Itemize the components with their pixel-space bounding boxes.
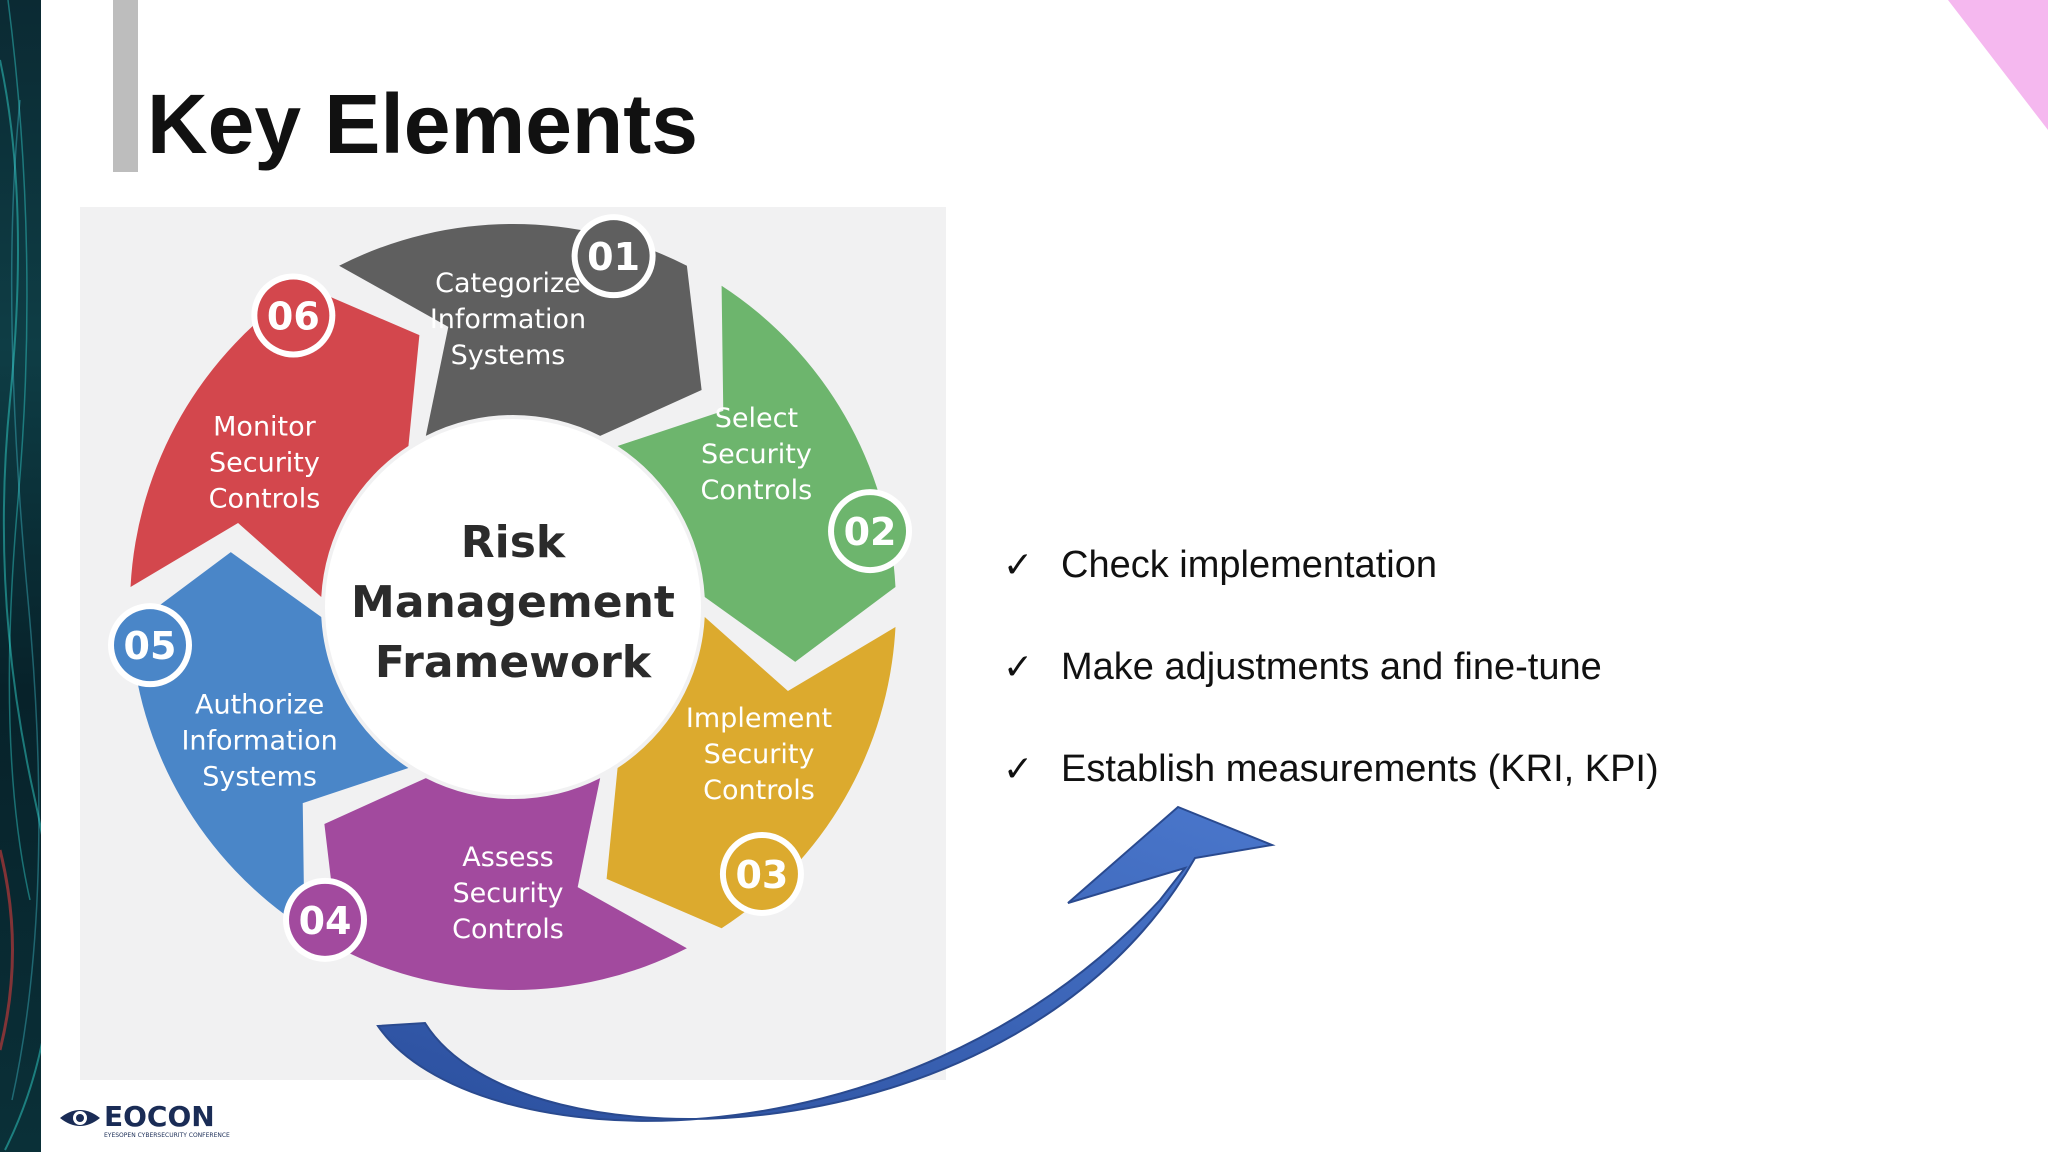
title-accent-bar bbox=[113, 0, 138, 172]
step-badge-fill bbox=[257, 279, 330, 352]
step-badge-fill bbox=[725, 837, 798, 910]
step-label-line: Information bbox=[430, 304, 586, 335]
bullet-item: ✓ Establish measurements (KRI, KPI) bbox=[1003, 744, 1659, 794]
step-number: 06 bbox=[267, 294, 320, 338]
step-badge-fill bbox=[289, 883, 362, 956]
cycle-segment-04 bbox=[324, 778, 687, 991]
step-label-line: Security bbox=[704, 739, 815, 770]
step-label-line: Controls bbox=[209, 484, 321, 515]
step-badge-fill bbox=[113, 609, 186, 682]
step-label-line: Security bbox=[453, 878, 564, 909]
slide-title: Key Elements bbox=[147, 77, 698, 171]
step-label-line: Authorize bbox=[195, 690, 324, 721]
center-title-line: Management bbox=[351, 577, 675, 628]
step-label-line: Systems bbox=[202, 762, 317, 793]
conference-logo: EOCON EYESOPEN CYBERSECURITY CONFERENCE bbox=[58, 1100, 230, 1144]
step-label-line: Implement bbox=[686, 703, 832, 734]
checkmark-icon: ✓ bbox=[1003, 544, 1034, 586]
eye-icon bbox=[60, 1110, 100, 1126]
logo-tagline: EYESOPEN CYBERSECURITY CONFERENCE bbox=[104, 1132, 230, 1139]
cycle-segment-03 bbox=[606, 617, 896, 929]
logo-name: EOCON bbox=[104, 1100, 215, 1133]
checkmark-icon: ✓ bbox=[1003, 748, 1034, 790]
center-title-line: Risk bbox=[461, 517, 567, 568]
bullet-text: Make adjustments and fine-tune bbox=[1061, 645, 1602, 688]
step-label-line: Systems bbox=[451, 340, 566, 371]
step-label-line: Controls bbox=[703, 775, 815, 806]
cycle-segment-05 bbox=[130, 552, 409, 929]
center-circle bbox=[325, 419, 701, 795]
curved-arrow-icon bbox=[376, 805, 1276, 1122]
step-label-line: Security bbox=[701, 439, 812, 470]
bullet-text: Establish measurements (KRI, KPI) bbox=[1061, 747, 1659, 790]
step-label-line: Information bbox=[181, 726, 337, 757]
step-label-line: Assess bbox=[462, 842, 553, 873]
bullet-item: ✓ Check implementation bbox=[1003, 540, 1437, 590]
step-badge-fill bbox=[834, 495, 907, 568]
cycle-segment-06 bbox=[130, 285, 420, 597]
step-label-line: Controls bbox=[701, 475, 813, 506]
decorative-side-strip bbox=[0, 0, 41, 1152]
step-badge-fill bbox=[577, 220, 650, 293]
bullet-text: Check implementation bbox=[1061, 543, 1437, 586]
step-label-line: Monitor bbox=[213, 412, 317, 443]
step-label-line: Select bbox=[715, 403, 798, 434]
center-title-line: Framework bbox=[375, 637, 653, 688]
cycle-segment-02 bbox=[617, 285, 896, 662]
corner-decoration bbox=[1948, 0, 2048, 130]
step-label-line: Security bbox=[209, 448, 320, 479]
bullet-item: ✓ Make adjustments and fine-tune bbox=[1003, 642, 1602, 692]
step-number: 01 bbox=[587, 235, 640, 279]
step-number: 03 bbox=[735, 853, 788, 897]
step-number: 02 bbox=[844, 510, 897, 554]
step-number: 05 bbox=[124, 624, 177, 668]
step-label-line: Controls bbox=[452, 914, 564, 945]
checkmark-icon: ✓ bbox=[1003, 646, 1034, 688]
step-label-line: Categorize bbox=[435, 268, 581, 299]
step-number: 04 bbox=[299, 899, 352, 943]
